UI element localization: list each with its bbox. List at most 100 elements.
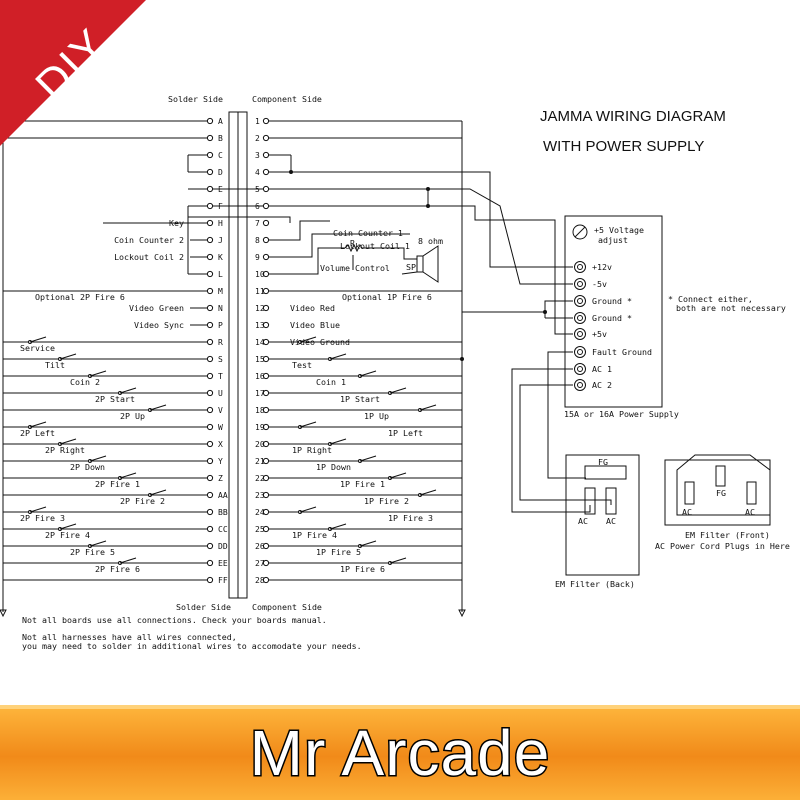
speaker-icon [422, 245, 439, 283]
solder-signal-11: Video Green [129, 303, 184, 313]
component-pin-24: 24 [255, 508, 265, 517]
em-front-fg: FG [716, 488, 726, 498]
speaker-circuit: R 8 ohm SP [350, 236, 443, 283]
solder-pin-X: X [218, 440, 223, 449]
component-pin-26: 26 [255, 542, 265, 551]
component-signal-14: Test [292, 360, 312, 370]
ps-title-line2: adjust [598, 235, 628, 245]
component-signal-17: 1P Up [364, 411, 389, 421]
em-back-fg: FG [598, 457, 608, 467]
solder-pin-CC: CC [218, 525, 228, 534]
solder-pin-H: H [218, 219, 223, 228]
note-line3: you may need to solder in additional wir… [22, 641, 362, 651]
brand-banner [0, 705, 800, 800]
solder-signal-7: Coin Counter 2 [114, 235, 184, 245]
component-pin-16: 16 [255, 372, 265, 381]
ps-terminal-2: Ground * [592, 296, 632, 306]
diy-corner-ribbon [0, 0, 148, 148]
solder-signal-15: Coin 2 [70, 377, 100, 387]
component-pin-14: 14 [255, 338, 265, 347]
component-signal-21: 1P Fire 1 [340, 479, 385, 489]
component-pin-25: 25 [255, 525, 265, 534]
solder-signal-10: Optional 2P Fire 6 [35, 292, 125, 302]
solder-pin-F: F [218, 202, 223, 211]
component-side-label-bottom: Component Side [252, 602, 322, 612]
solder-signal-14: Tilt [45, 360, 65, 370]
component-pin-6: 6 [255, 202, 260, 211]
solder-pin-P: P [218, 321, 223, 330]
component-signal-16: 1P Start [340, 394, 380, 404]
em-back-caption: EM Filter (Back) [555, 579, 635, 589]
ps-terminal-1: -5v [592, 279, 607, 289]
component-side-label: Component Side [252, 94, 322, 104]
solder-pin-K: K [218, 253, 223, 262]
ps-terminal-0: +12v [592, 262, 612, 272]
solder-pin-A: A [218, 117, 223, 126]
component-pin-12: 12 [255, 304, 265, 313]
em-filter-back: FG AC AC EM Filter (Back) [555, 454, 640, 589]
solder-pin-W: W [218, 423, 223, 432]
component-signal-18: 1P Left [388, 428, 423, 438]
component-signal-22: 1P Fire 2 [364, 496, 409, 506]
component-pin-8: 8 [255, 236, 260, 245]
em-back-ac-right: AC [606, 516, 616, 526]
component-pin-7: 7 [255, 219, 260, 228]
solder-signal-17: 2P Up [120, 411, 145, 421]
diagram-title-line1: JAMMA WIRING DIAGRAM [540, 108, 726, 125]
solder-signal-12: Video Sync [134, 320, 184, 330]
solder-pin-BB: BB [218, 508, 228, 517]
component-pin-9: 9 [255, 253, 260, 262]
component-signal-10: Optional 1P Fire 6 [342, 292, 432, 302]
ps-terminal-6: AC 1 [592, 364, 612, 374]
resistor-icon [344, 243, 363, 253]
solder-signal-23: 2P Fire 3 [20, 513, 65, 523]
solder-pin-EE: EE [218, 559, 228, 568]
component-pin-28: 28 [255, 576, 265, 585]
em-front-caption-line2: AC Power Cord Plugs in Here [655, 541, 790, 551]
solder-pin-R: R [218, 338, 223, 347]
ps-terminal-5: Fault Ground [592, 347, 652, 357]
note-line2: Not all harnesses have all wires connect… [22, 632, 237, 642]
component-pin-5: 5 [255, 185, 260, 194]
speaker-sp-label: SP [406, 262, 416, 272]
component-pin-17: 17 [255, 389, 265, 398]
solder-pin-C: C [218, 151, 223, 160]
component-pin-18: 18 [255, 406, 265, 415]
ps-note-line1: * Connect either, [668, 294, 753, 304]
solder-signal-19: 2P Right [45, 445, 85, 455]
component-pin-19: 19 [255, 423, 265, 432]
resistor-label: R [350, 238, 355, 248]
solder-pin-U: U [218, 389, 223, 398]
solder-pin-DD: DD [218, 542, 228, 551]
solder-pin-S: S [218, 355, 223, 364]
solder-pin-J: J [218, 236, 223, 245]
solder-pin-Y: Y [218, 457, 223, 466]
component-pin-2: 2 [255, 134, 260, 143]
ps-terminal-7: AC 2 [592, 380, 612, 390]
em-back-ac-left: AC [578, 516, 588, 526]
component-pin-22: 22 [255, 474, 265, 483]
ground-icon-left [0, 609, 7, 618]
solder-pin-L: L [218, 270, 223, 279]
solder-signal-20: 2P Down [70, 462, 105, 472]
component-pin-10: 10 [255, 270, 265, 279]
em-front-ac-right: AC [745, 507, 755, 517]
solder-pin-N: N [218, 304, 223, 313]
solder-signal-26: 2P Fire 6 [95, 564, 140, 574]
component-pin-1: 1 [255, 117, 260, 126]
solder-pin-D: D [218, 168, 223, 177]
solder-pin-T: T [218, 372, 223, 381]
component-pin-27: 27 [255, 559, 265, 568]
component-signal-13: Video Ground [290, 337, 350, 347]
solder-signal-18: 2P Left [20, 428, 55, 438]
solder-pin-E: E [218, 185, 223, 194]
solder-pin-AA: AA [218, 491, 228, 500]
component-signal-11: Video Red [290, 303, 335, 313]
component-signal-12: Video Blue [290, 320, 340, 330]
solder-signal-21: 2P Fire 1 [95, 479, 140, 489]
solder-signal-24: 2P Fire 4 [45, 530, 90, 540]
component-signal-19: 1P Right [292, 445, 332, 455]
solder-signal-25: 2P Fire 5 [70, 547, 115, 557]
component-signal-24: 1P Fire 4 [292, 530, 337, 540]
